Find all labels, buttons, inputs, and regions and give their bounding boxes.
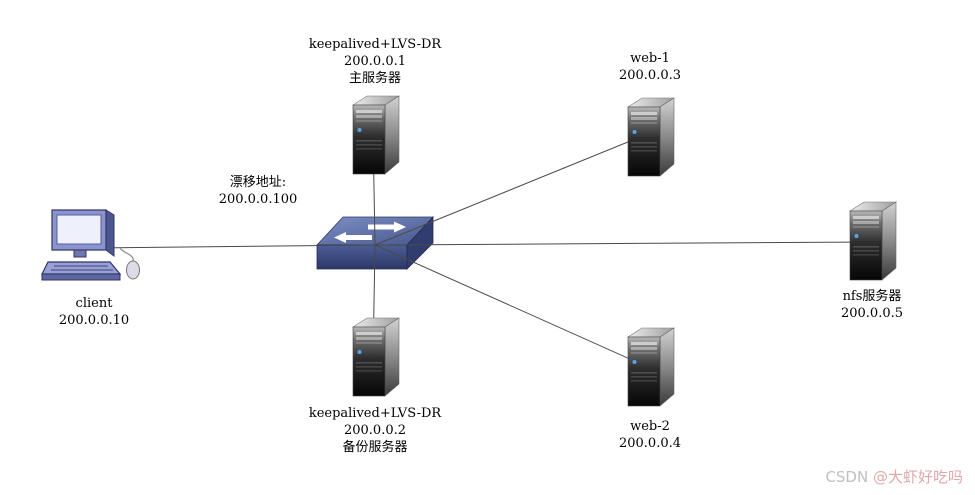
float-address-title: 漂移地址: [229, 175, 287, 190]
node-label: client [75, 296, 113, 311]
node-web2-server: web-2 200.0.0.4 [568, 326, 732, 452]
server-icon [618, 326, 682, 410]
node-master-labels: keepalived+LVS-DR 200.0.0.1 主服务器 [309, 36, 441, 87]
node-backup-server: keepalived+LVS-DR 200.0.0.2 备份服务器 [292, 316, 458, 456]
node-label: web-1 [630, 51, 670, 66]
float-address-ip: 200.0.0.100 [218, 192, 298, 207]
node-nfs-server: nfs服务器 200.0.0.5 [800, 200, 944, 322]
server-icon [343, 316, 407, 400]
node-role: 备份服务器 [342, 440, 408, 455]
node-ip: 200.0.0.1 [343, 54, 407, 69]
server-icon [343, 94, 407, 178]
node-web2-labels: web-2 200.0.0.4 [619, 418, 681, 452]
watermark-brand: CSDN [825, 468, 873, 486]
node-client: client 200.0.0.10 [24, 204, 164, 329]
node-label: nfs服务器 [842, 289, 902, 304]
node-ip: 200.0.0.5 [840, 306, 904, 321]
switch-icon [316, 212, 434, 279]
watermark-user: @大虾好吃吗 [872, 468, 963, 486]
node-nfs-labels: nfs服务器 200.0.0.5 [841, 288, 903, 322]
server-icon [618, 96, 682, 180]
node-client-labels: client 200.0.0.10 [59, 295, 129, 329]
node-role: 主服务器 [348, 71, 401, 86]
node-ip: 200.0.0.3 [618, 68, 682, 83]
node-web1-labels: web-1 200.0.0.3 [619, 50, 681, 84]
node-web1-server: web-1 200.0.0.3 [568, 50, 732, 180]
client-computer-icon [40, 204, 148, 292]
float-address-annotation: 漂移地址: 200.0.0.100 [190, 174, 326, 208]
node-switch [316, 212, 434, 279]
node-label: keepalived+LVS-DR [308, 406, 442, 421]
node-ip: 200.0.0.2 [343, 423, 407, 438]
node-ip: 200.0.0.4 [618, 436, 682, 451]
node-ip: 200.0.0.10 [58, 313, 130, 328]
node-backup-labels: keepalived+LVS-DR 200.0.0.2 备份服务器 [309, 405, 441, 456]
watermark: CSDN @大虾好吃吗 [825, 466, 963, 487]
server-icon [840, 200, 904, 284]
node-master-server: keepalived+LVS-DR 200.0.0.1 主服务器 [292, 36, 458, 178]
node-label: keepalived+LVS-DR [308, 37, 442, 52]
node-label: web-2 [630, 419, 670, 434]
